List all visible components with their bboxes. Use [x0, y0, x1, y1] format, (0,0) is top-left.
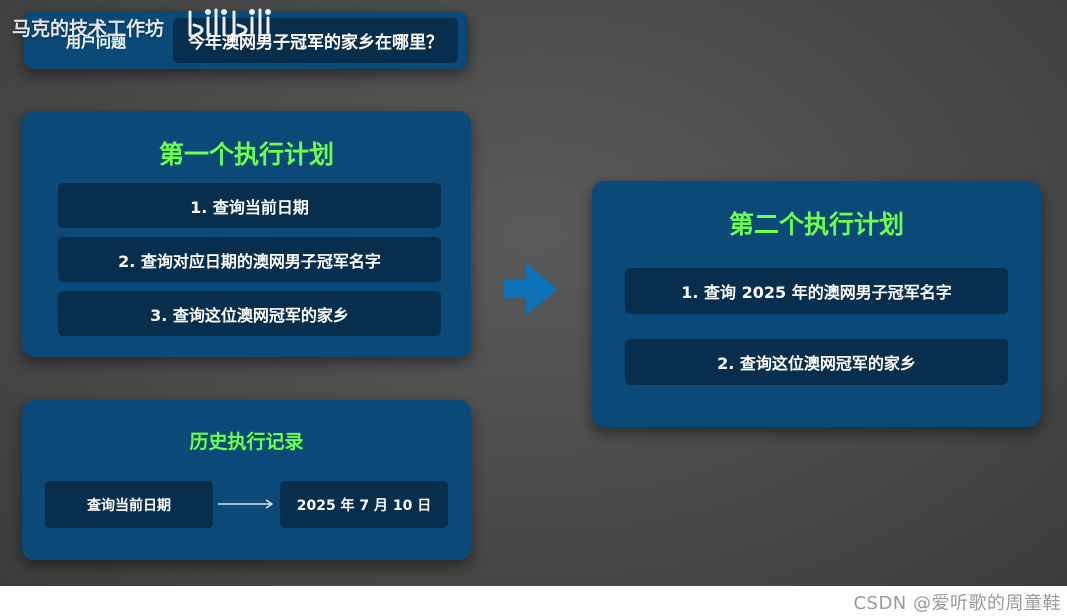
user-question-text: 今年澳网男子冠军的家乡在哪里？: [173, 18, 458, 63]
plan1-step: 3. 查询这位澳网冠军的家乡: [58, 291, 441, 336]
plan1-step: 1. 查询当前日期: [58, 183, 441, 228]
plan1-step: 2. 查询对应日期的澳网男子冠军名字: [58, 237, 441, 282]
history-title: 历史执行记录: [189, 431, 304, 453]
history-panel: 历史执行记录 查询当前日期 2025 年 7 月 10 日: [22, 400, 471, 560]
watermark-text: 马克的技术工作坊: [12, 18, 165, 40]
history-from: 查询当前日期: [45, 481, 213, 528]
plan1-title: 第一个执行计划: [158, 140, 334, 169]
plan2-title: 第二个执行计划: [728, 210, 904, 239]
plan2-panel: 第二个执行计划 1. 查询 2025 年的澳网男子冠军名字 2. 查询这位澳网冠…: [592, 181, 1041, 427]
long-right-arrow-icon: [218, 499, 274, 509]
canvas: 马克的技术工作坊 用户问题 今年澳网男子冠军的家乡在哪里？ 第一个执行计划 1.…: [0, 0, 1067, 586]
plan2-step: 2. 查询这位澳网冠军的家乡: [625, 339, 1008, 385]
plan1-panel: 第一个执行计划 1. 查询当前日期 2. 查询对应日期的澳网男子冠军名字 3. …: [22, 111, 471, 357]
footer-bar: CSDN @爱听歌的周童鞋: [0, 586, 1067, 616]
history-to: 2025 年 7 月 10 日: [280, 481, 448, 528]
user-question-label: 用户问题: [66, 33, 127, 51]
plan2-step: 1. 查询 2025 年的澳网男子冠军名字: [625, 268, 1008, 314]
footer-credit: CSDN @爱听歌的周童鞋: [853, 593, 1061, 614]
right-arrow-icon: [504, 263, 558, 315]
bilibili-logo: [188, 8, 271, 38]
